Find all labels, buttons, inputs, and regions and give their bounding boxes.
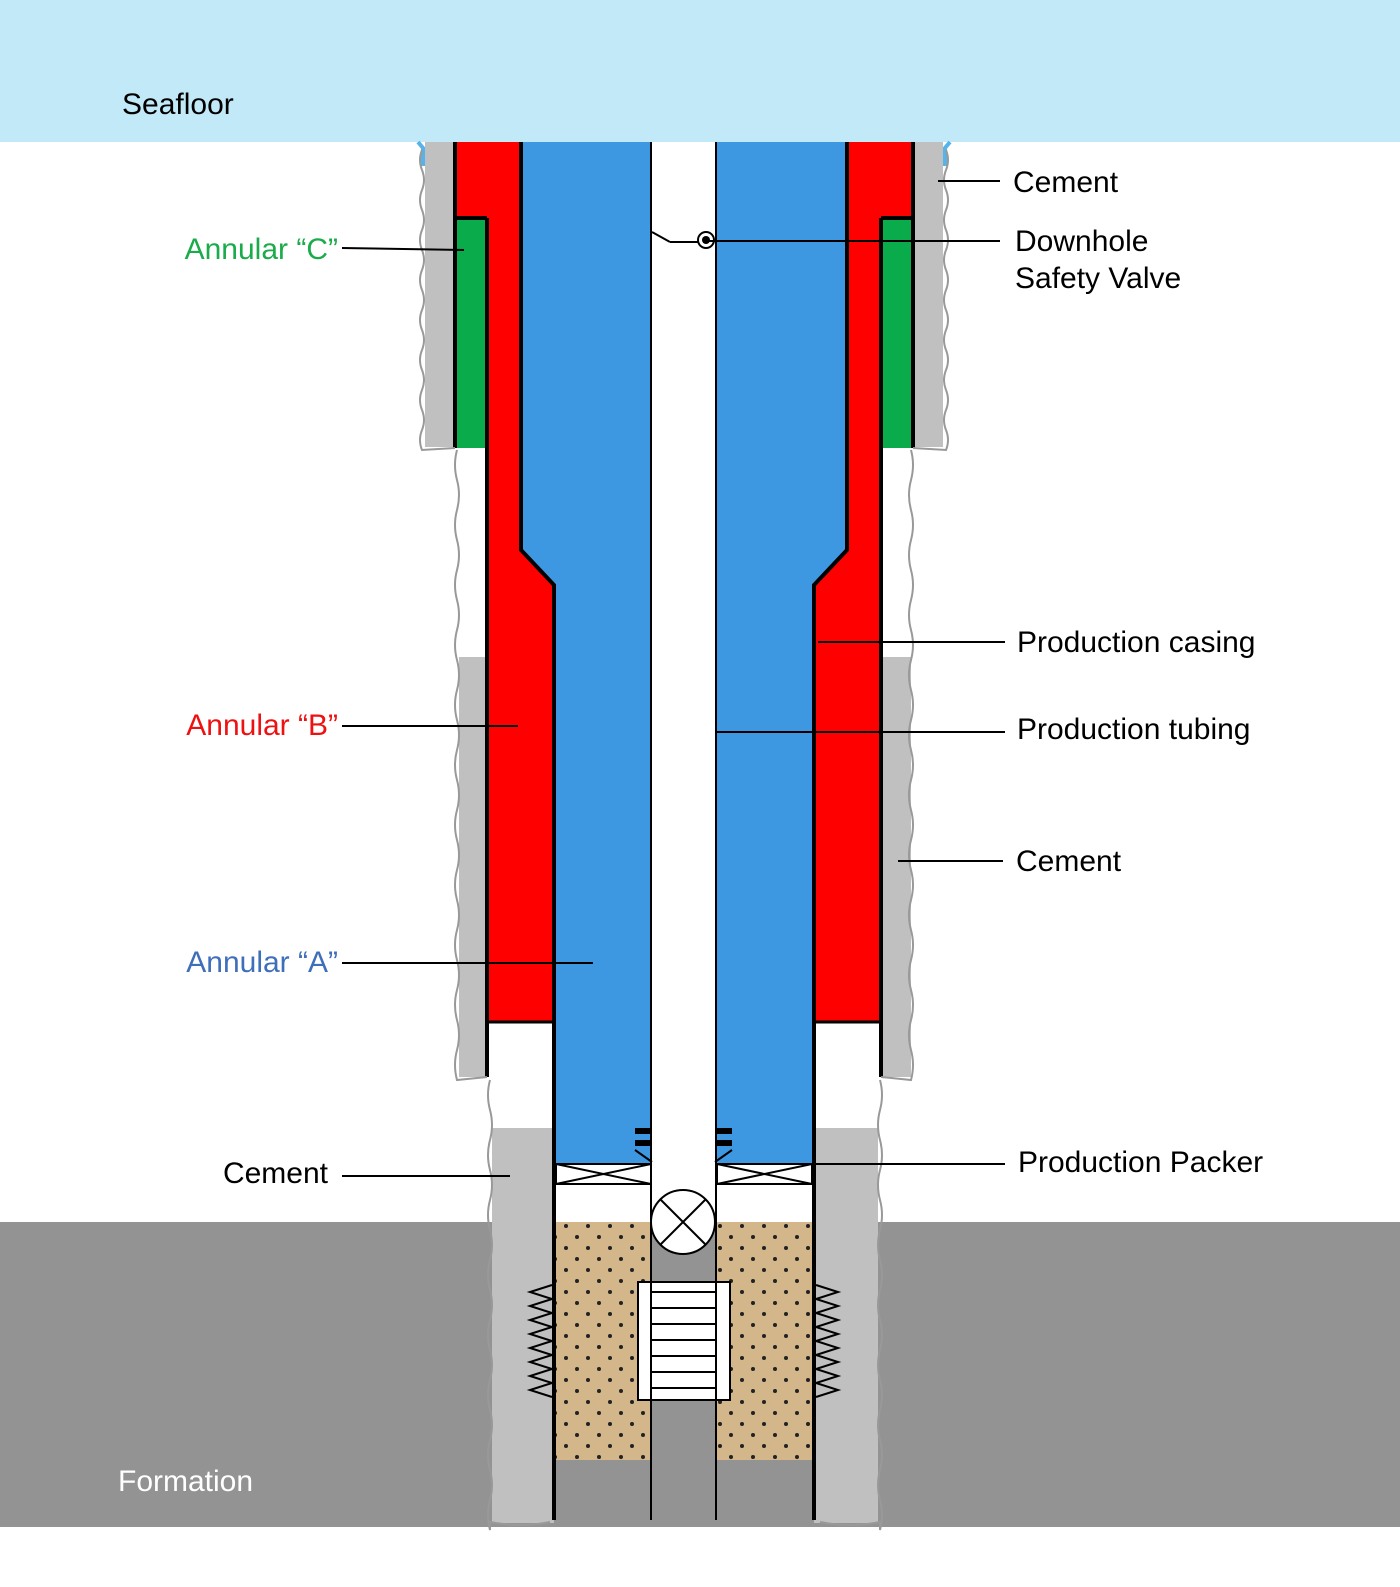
sea-region	[0, 0, 1400, 142]
production-packer	[555, 1128, 813, 1185]
formation-label: Formation	[118, 1465, 253, 1498]
gravel-pack	[556, 1222, 651, 1460]
production-packer-label: Production Packer	[1018, 1146, 1263, 1179]
downhole-safety-valve	[651, 231, 715, 249]
leader-lines	[341, 180, 1005, 1177]
cement-mid-label: Cement	[1016, 845, 1122, 878]
annular-a-fill-right	[716, 142, 846, 1164]
annular-a-fill	[522, 142, 651, 1164]
annular-b-fill-right	[815, 142, 911, 1022]
perforations-icon	[526, 1284, 842, 1398]
annular-b-label: Annular “B”	[186, 709, 338, 742]
isolation-valve-icon	[650, 1189, 716, 1255]
casing-walls	[453, 142, 915, 1520]
borehole-wall	[419, 149, 949, 1531]
dhsv-label-line1: Downhole	[1015, 225, 1148, 258]
dhsv-label-line2: Safety Valve	[1015, 262, 1181, 295]
gravel-pack-right	[717, 1222, 812, 1460]
annular-c-label: Annular “C”	[185, 233, 338, 266]
cement-sheath	[425, 142, 943, 1523]
cement-left-label: Cement	[223, 1157, 329, 1190]
production-casing-label: Production casing	[1017, 626, 1255, 659]
production-tubing-label: Production tubing	[1017, 713, 1251, 746]
annular-c-fill	[457, 218, 487, 448]
cement-top-label: Cement	[1013, 166, 1119, 199]
annular-a-label: Annular “A”	[186, 946, 338, 979]
sand-screen	[637, 1281, 731, 1401]
seafloor-label: Seafloor	[122, 88, 234, 121]
annular-b-fill	[457, 142, 553, 1022]
annular-c-fill-right	[881, 218, 911, 448]
